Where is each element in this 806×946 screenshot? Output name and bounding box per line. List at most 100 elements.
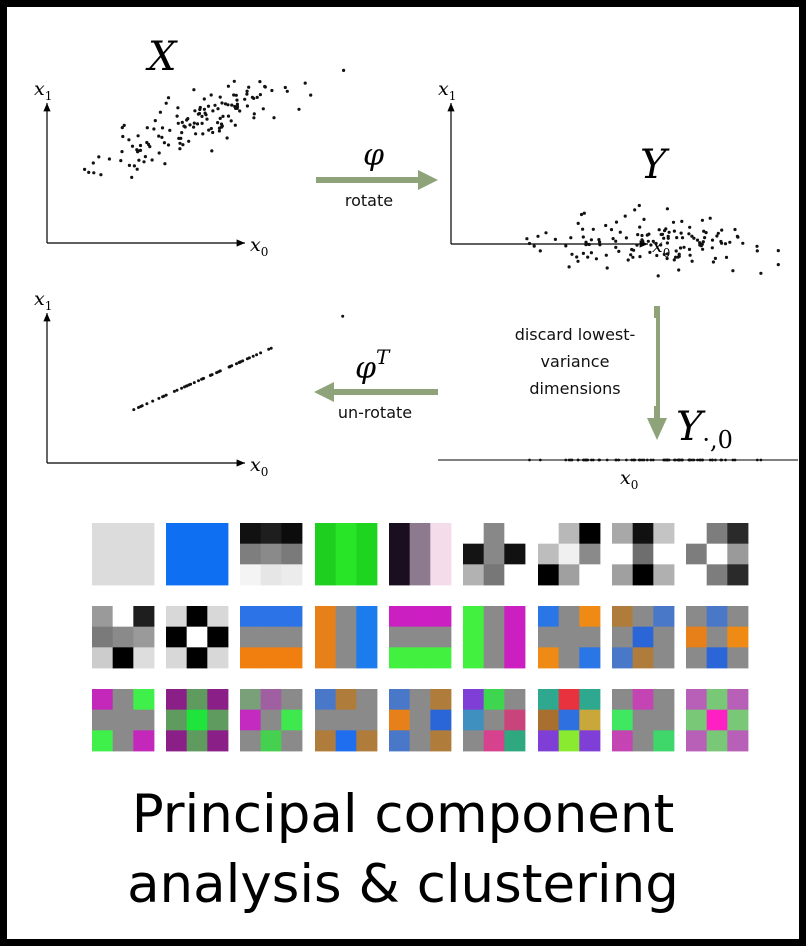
svg-text:x1: x1	[438, 78, 456, 103]
tile-cell	[579, 543, 601, 565]
scatter-X-point	[166, 96, 171, 100]
tile-cell	[92, 564, 114, 586]
arrow-discard: discard lowest- variance dimensions	[494, 306, 667, 440]
tile-cell	[558, 626, 580, 648]
scatter-X-point	[145, 126, 149, 130]
scatter-Y-point	[626, 258, 630, 262]
tile-cell	[240, 564, 262, 586]
tile-cell	[727, 626, 749, 648]
scatter-X-point	[243, 97, 247, 101]
scatter-Y-point	[719, 239, 723, 244]
panel-Y-y-label: x	[438, 78, 449, 100]
scatter-reconstructed-point	[137, 406, 140, 409]
basis-tile	[92, 523, 155, 586]
scatter-Y-point	[614, 239, 618, 243]
scatter-projected-point	[687, 458, 691, 462]
tile-cell	[240, 689, 262, 711]
tile-cell	[579, 689, 601, 711]
tile-cell	[463, 523, 485, 545]
scatter-X-point	[247, 85, 251, 89]
tile-cell	[409, 709, 431, 731]
scatter-X-point	[255, 95, 259, 99]
scatter-Y-point	[569, 236, 573, 240]
scatter-Y-point	[701, 240, 705, 244]
scatter-X-point	[176, 121, 180, 125]
scatter-X-point	[183, 125, 187, 129]
basis-tile	[463, 689, 526, 752]
scatter-Y-point	[664, 227, 668, 231]
basis-tile	[538, 606, 601, 669]
scatter-Y-point	[598, 240, 602, 244]
scatter-Y-point	[662, 252, 666, 256]
scatter-Y-point	[640, 233, 644, 238]
tile-cell	[483, 606, 505, 628]
tile-cell	[632, 606, 654, 628]
scatter-Y-point	[713, 256, 718, 260]
tile-cell	[706, 523, 728, 545]
scatter-projected-point	[637, 458, 641, 462]
tile-cell	[538, 647, 560, 669]
set-Y0-label: Y	[676, 404, 706, 450]
scatter-X-point	[186, 117, 190, 121]
scatter-X-point	[233, 123, 237, 127]
scatter-reconstructed-point	[145, 402, 149, 406]
scatter-Y-point	[741, 241, 745, 245]
tile-cell	[281, 626, 303, 648]
scatter-projected-point	[710, 458, 714, 462]
tile-cell	[315, 626, 337, 648]
scatter-reconstructed-point	[164, 393, 168, 397]
arrow-unrotate: φT un-rotate	[314, 345, 438, 422]
scatter-X-point	[119, 159, 123, 163]
tile-cell	[260, 709, 282, 731]
scatter-Y-point	[672, 258, 676, 262]
tile-cell	[686, 606, 708, 628]
tile-cell	[686, 709, 708, 731]
panel-Y: x1 x0 Y	[438, 78, 780, 278]
scatter-Y-point	[690, 234, 694, 238]
scatter-Y-point	[570, 252, 574, 256]
scatter-Y-point	[715, 234, 719, 238]
scatter-Y-point	[582, 211, 586, 215]
tile-cell	[653, 689, 675, 711]
tile-cell	[483, 543, 505, 565]
scatter-X-point	[180, 120, 184, 124]
svg-text:x0: x0	[250, 454, 268, 479]
tile-cell	[463, 626, 485, 648]
scatter-Y-point	[646, 239, 650, 243]
tile-cell	[483, 564, 505, 586]
scatter-X-point	[221, 114, 225, 118]
scatter-reconstructed-point	[157, 396, 161, 400]
tile-cell	[504, 523, 526, 545]
tile-cell	[727, 564, 749, 586]
scatter-Y-point	[648, 250, 652, 254]
scatter-projected-point	[714, 458, 717, 462]
tile-cell	[653, 709, 675, 731]
tile-cell	[240, 647, 262, 669]
scatter-Y-point	[567, 265, 571, 269]
scatter-Y-point	[586, 255, 590, 259]
tile-cell	[166, 523, 188, 545]
tile-cell	[356, 543, 378, 565]
tile-cell	[430, 689, 452, 711]
tile-cell	[579, 709, 601, 731]
tile-cell	[389, 523, 411, 545]
scatter-Y-point	[651, 239, 655, 243]
svg-text:x0: x0	[620, 467, 638, 492]
tile-cell	[686, 543, 708, 565]
scatter-X-point	[194, 132, 198, 136]
basis-tiles-grid	[92, 523, 749, 752]
tile-cell	[612, 606, 634, 628]
scatter-projected-point	[598, 458, 601, 462]
tile-cell	[409, 626, 431, 648]
scatter-X-point	[297, 107, 301, 111]
tile-cell	[207, 647, 229, 669]
scatter-reconstructed	[132, 314, 345, 412]
tile-cell	[430, 730, 452, 752]
scatter-Y-point	[665, 207, 670, 211]
scatter-Y-point	[649, 243, 653, 247]
tile-cell	[483, 709, 505, 731]
scatter-Y-point	[688, 225, 692, 229]
scatter-X-point	[135, 167, 139, 171]
scatter-Y-point	[614, 245, 618, 249]
